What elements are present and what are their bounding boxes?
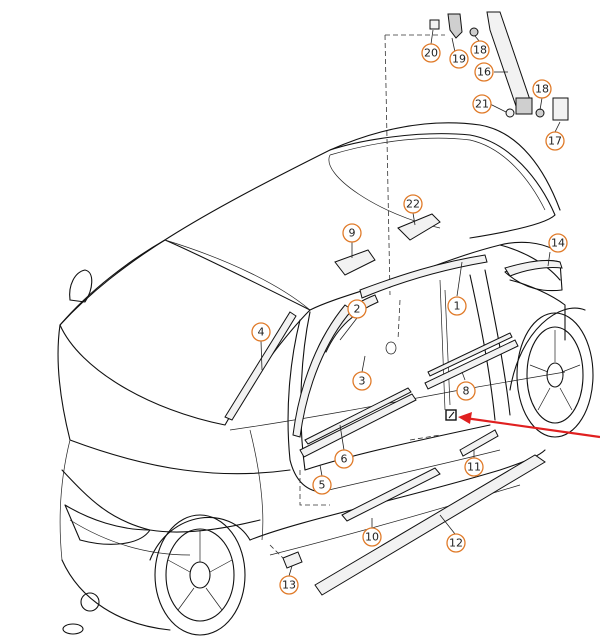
svg-text:14: 14 bbox=[551, 237, 565, 250]
svg-text:16: 16 bbox=[477, 66, 491, 79]
svg-text:4: 4 bbox=[258, 326, 265, 339]
assembly-guide-lines bbox=[269, 34, 445, 566]
svg-text:6: 6 bbox=[341, 453, 348, 466]
callout-18-lower: 18 bbox=[532, 79, 552, 99]
svg-text:13: 13 bbox=[282, 579, 296, 592]
callout-22: 22 bbox=[403, 194, 423, 214]
svg-text:18: 18 bbox=[473, 44, 487, 57]
callout-9: 9 bbox=[342, 223, 362, 243]
callout-19: 19 bbox=[449, 49, 469, 69]
svg-text:22: 22 bbox=[406, 198, 420, 211]
callout-20: 20 bbox=[421, 43, 441, 63]
leader-lines bbox=[260, 29, 561, 577]
svg-text:17: 17 bbox=[548, 135, 562, 148]
callout-2: 2 bbox=[347, 299, 367, 319]
callout-13: 13 bbox=[279, 575, 299, 595]
svg-text:2: 2 bbox=[354, 303, 361, 316]
svg-text:19: 19 bbox=[452, 53, 466, 66]
callout-8: 8 bbox=[456, 381, 476, 401]
callout-18-upper: 18 bbox=[470, 40, 490, 60]
callout-3: 3 bbox=[352, 371, 372, 391]
callout-6: 6 bbox=[334, 449, 354, 469]
svg-text:9: 9 bbox=[349, 227, 356, 240]
callout-5: 5 bbox=[312, 475, 332, 495]
car-outline bbox=[57, 122, 594, 636]
svg-text:18: 18 bbox=[535, 83, 549, 96]
callouts: 1 2 3 4 5 6 7 8 9 10 11 12 13 14 16 17 1… bbox=[251, 40, 568, 595]
svg-text:5: 5 bbox=[319, 479, 326, 492]
svg-text:21: 21 bbox=[475, 98, 489, 111]
callout-11: 11 bbox=[464, 457, 484, 477]
svg-text:12: 12 bbox=[449, 537, 463, 550]
callout-16: 16 bbox=[474, 62, 494, 82]
svg-text:8: 8 bbox=[463, 385, 470, 398]
svg-text:1: 1 bbox=[454, 300, 461, 313]
svg-text:3: 3 bbox=[359, 375, 366, 388]
callout-1: 1 bbox=[447, 296, 467, 316]
svg-text:10: 10 bbox=[365, 531, 379, 544]
callout-10: 10 bbox=[362, 527, 382, 547]
svg-text:20: 20 bbox=[424, 47, 438, 60]
parts bbox=[224, 11, 569, 596]
callout-14: 14 bbox=[548, 233, 568, 253]
callout-4: 4 bbox=[251, 322, 271, 342]
svg-text:11: 11 bbox=[467, 461, 481, 474]
highlight-arrow bbox=[458, 412, 600, 439]
callout-17: 17 bbox=[545, 131, 565, 151]
callout-21: 21 bbox=[472, 94, 492, 114]
callout-12: 12 bbox=[446, 533, 466, 553]
